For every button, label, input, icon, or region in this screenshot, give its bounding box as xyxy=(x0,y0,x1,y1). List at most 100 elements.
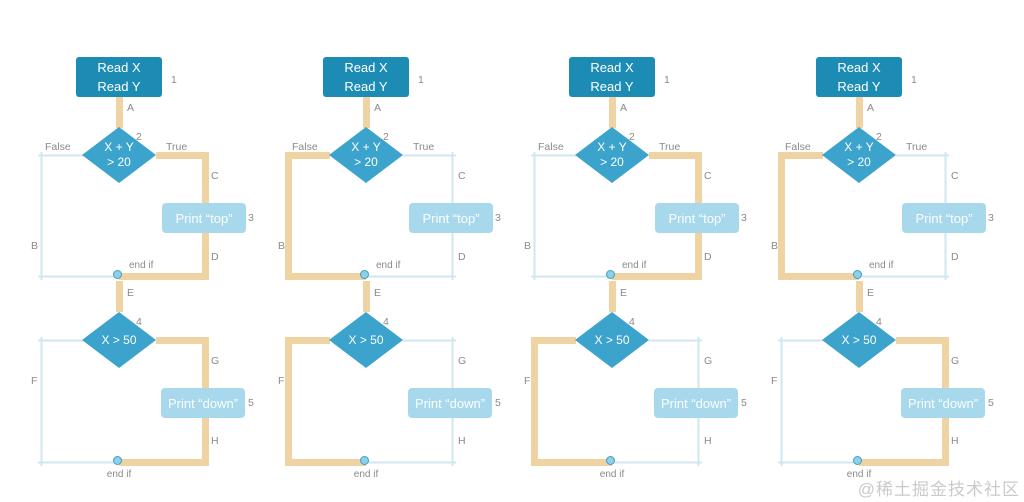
edge-b-merge-line xyxy=(284,272,366,280)
edge-label-h: H xyxy=(704,435,712,447)
edge-b-merge-line xyxy=(37,272,119,280)
step-number-2: 2 xyxy=(383,131,389,143)
step-number-3: 3 xyxy=(988,212,994,224)
print-top-label: Print “top” xyxy=(668,210,726,226)
decision1-line1: X + Y xyxy=(597,140,627,154)
merge-circle-endif-1 xyxy=(359,270,369,279)
edge-label-b: B xyxy=(524,240,532,252)
edge-f-line xyxy=(530,336,538,466)
edge-d-merge-line xyxy=(118,272,209,280)
edge-label-c: C xyxy=(951,170,959,182)
print-down-box: Print “down” xyxy=(654,388,738,418)
edge-false-branch-line xyxy=(777,151,823,159)
end-if-label-1: end if xyxy=(622,260,647,271)
edge-label-f: F xyxy=(31,375,38,387)
read-x-label: Read X xyxy=(837,60,881,75)
decision-diamond-x50: X > 50 xyxy=(82,312,156,368)
edge-label-a: A xyxy=(620,102,628,114)
edge-label-g: G xyxy=(211,355,220,367)
edge-a-line xyxy=(362,97,370,128)
edge-f-merge-line xyxy=(777,458,859,466)
edge-true2-branch-line xyxy=(156,336,209,344)
edge-label-e: E xyxy=(127,287,135,299)
read-y-label: Read Y xyxy=(97,79,141,94)
edge-a-line xyxy=(855,97,863,128)
decision2-label: X > 50 xyxy=(348,332,384,347)
edge-d-merge-line xyxy=(365,272,456,280)
print-top-box: Print “top” xyxy=(902,203,986,233)
edge-h-merge-line xyxy=(118,458,209,466)
branch-label-false: False xyxy=(538,141,564,153)
merge-circle-endif-1 xyxy=(852,270,862,279)
decision1-line1: X + Y xyxy=(104,140,134,154)
decision-diamond-x50: X > 50 xyxy=(329,312,403,368)
decision-diamond-xy20: X + Y > 20 xyxy=(82,127,156,183)
step-number-4: 4 xyxy=(876,316,882,328)
step-number-3: 3 xyxy=(248,212,254,224)
decision2-label: X > 50 xyxy=(101,332,137,347)
edge-label-a: A xyxy=(867,102,875,114)
branch-label-true: True xyxy=(906,141,928,153)
edge-true-branch-line xyxy=(156,151,209,159)
print-top-label: Print “top” xyxy=(175,210,233,226)
merge-circle-endif-2 xyxy=(112,456,122,465)
end-if-label-2: end if xyxy=(106,469,132,480)
read-process-box: Read X Read Y xyxy=(76,57,162,97)
read-process-box: Read X Read Y xyxy=(323,57,409,97)
edge-label-a: A xyxy=(374,102,382,114)
read-process-box: Read X Read Y xyxy=(569,57,655,97)
step-number-1: 1 xyxy=(911,74,917,86)
decision-diamond-x50: X > 50 xyxy=(822,312,896,368)
edge-e-line xyxy=(855,281,863,312)
print-top-box: Print “top” xyxy=(162,203,246,233)
edge-f-line xyxy=(284,336,292,466)
read-x-label: Read X xyxy=(590,60,634,75)
edge-a-line xyxy=(608,97,616,128)
decision2-label: X > 50 xyxy=(594,332,630,347)
print-top-box: Print “top” xyxy=(409,203,493,233)
edge-h-merge-line xyxy=(611,458,702,466)
edge-true-branch-line xyxy=(896,151,949,159)
edge-b-line xyxy=(37,151,45,280)
branch-label-false: False xyxy=(785,141,811,153)
print-down-label: Print “down” xyxy=(660,395,732,411)
decision2-label: X > 50 xyxy=(841,332,877,347)
edge-d-merge-line xyxy=(611,272,702,280)
print-down-label: Print “down” xyxy=(167,395,239,411)
decision-diamond-xy20: X + Y > 20 xyxy=(575,127,649,183)
end-if-label-2: end if xyxy=(846,469,872,480)
flowchart-trace-3: Read X Read Y X + Y > 20 Print “top” X >… xyxy=(498,50,748,485)
edge-f-merge-line xyxy=(284,458,366,466)
read-y-label: Read Y xyxy=(344,79,388,94)
edge-d-merge-line xyxy=(858,272,949,280)
end-if-label-1: end if xyxy=(869,260,894,271)
end-if-label-2: end if xyxy=(599,469,625,480)
step-number-2: 2 xyxy=(876,131,882,143)
decision1-line2: > 20 xyxy=(600,155,624,169)
edge-false2-branch-line xyxy=(37,336,83,344)
read-x-label: Read X xyxy=(97,60,141,75)
edge-e-line xyxy=(608,281,616,312)
step-number-4: 4 xyxy=(383,316,389,328)
edge-label-g: G xyxy=(951,355,960,367)
edge-label-b: B xyxy=(771,240,779,252)
step-number-1: 1 xyxy=(664,74,670,86)
edge-label-d: D xyxy=(951,251,959,263)
print-top-label: Print “top” xyxy=(915,210,973,226)
edge-label-g: G xyxy=(704,355,713,367)
edge-f-merge-line xyxy=(37,458,119,466)
merge-circle-endif-2 xyxy=(852,456,862,465)
edge-false2-branch-line xyxy=(530,336,576,344)
read-process-box: Read X Read Y xyxy=(816,57,902,97)
edge-true2-branch-line xyxy=(896,336,949,344)
edge-true-branch-line xyxy=(403,151,456,159)
edge-label-g: G xyxy=(458,355,467,367)
edge-false-branch-line xyxy=(284,151,330,159)
read-y-label: Read Y xyxy=(837,79,881,94)
edge-h-merge-line xyxy=(858,458,949,466)
step-number-5: 5 xyxy=(741,397,747,409)
step-number-1: 1 xyxy=(171,74,177,86)
edge-label-d: D xyxy=(704,251,712,263)
edge-e-line xyxy=(362,281,370,312)
